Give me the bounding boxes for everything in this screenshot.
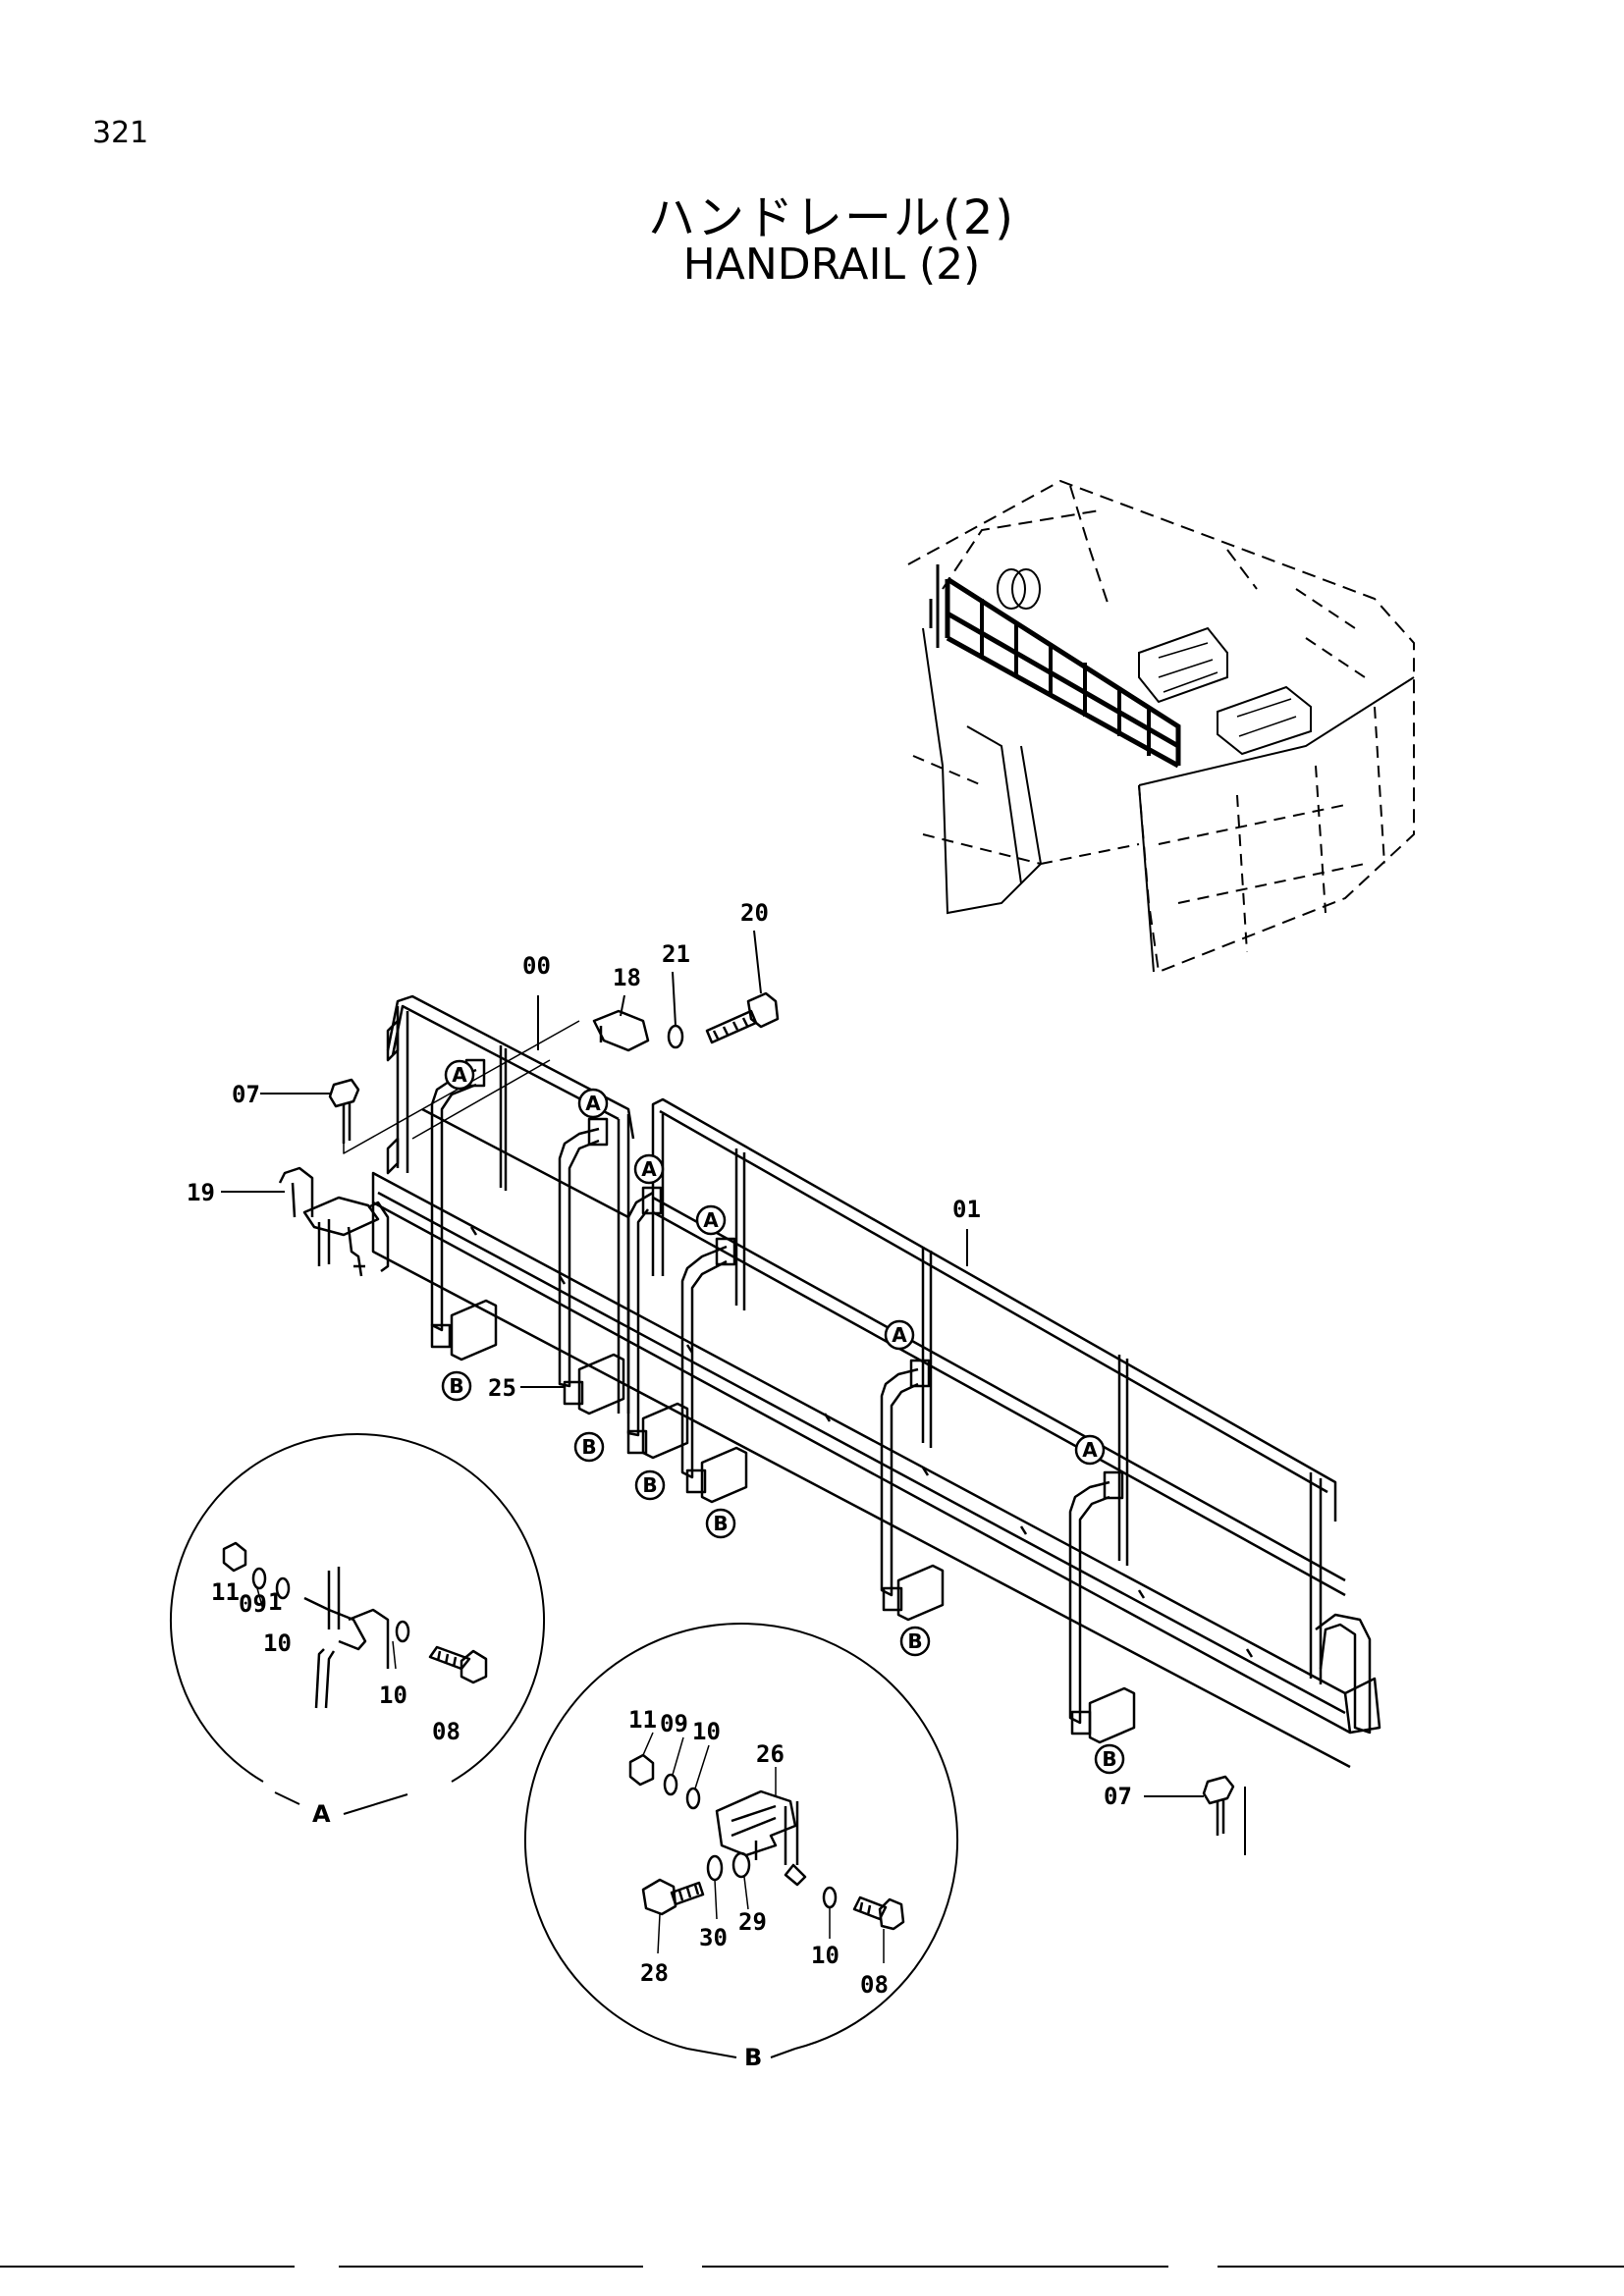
- svg-text:B: B: [581, 1435, 596, 1459]
- svg-text:A: A: [1082, 1438, 1098, 1462]
- detail-b-label-08: 08: [860, 1971, 889, 1999]
- washer-21: [667, 1024, 684, 1049]
- page-number: 321: [92, 116, 149, 150]
- detail-b-label-28: 28: [640, 1959, 669, 1987]
- callout-b-6: B: [1094, 1743, 1125, 1775]
- detail-b-view: [524, 1623, 958, 2058]
- part-number-labels: 00 18 21 20 07 19 01 25 07 11 09 1 10 10…: [187, 899, 1132, 2071]
- detail-b-label-29: 29: [738, 1908, 767, 1936]
- detail-b-name: B: [744, 2044, 762, 2071]
- callout-a-5: A: [884, 1319, 915, 1351]
- detail-b-label-26: 26: [756, 1740, 785, 1768]
- callout-b-3: B: [634, 1469, 666, 1501]
- bolt-20: [705, 991, 780, 1044]
- callout-a-2: A: [577, 1088, 609, 1119]
- svg-text:B: B: [642, 1473, 657, 1497]
- footer-rule-3: [702, 2266, 1168, 2268]
- detail-a-label-09: 09: [239, 1590, 267, 1618]
- label-part-18: 18: [613, 964, 641, 991]
- label-part-19: 19: [187, 1179, 215, 1206]
- handrail-01: [651, 1097, 1372, 1735]
- page-title-english: HANDRAIL (2): [682, 240, 981, 290]
- bolt-07-lower: [1202, 1775, 1235, 1836]
- svg-text:A: A: [892, 1323, 907, 1347]
- callout-a-6: A: [1074, 1434, 1106, 1466]
- callout-b-2: B: [573, 1431, 605, 1463]
- detail-b-label-10-top: 10: [692, 1718, 721, 1745]
- kick-plate-beam: [371, 1171, 1381, 1769]
- label-part-07-upper: 07: [232, 1081, 260, 1108]
- callout-a-letter: A: [452, 1063, 467, 1087]
- machine-overview-illustration: [907, 479, 1415, 974]
- label-part-01: 01: [952, 1196, 981, 1223]
- bolt-07-upper: [328, 1078, 360, 1144]
- svg-text:B: B: [1102, 1747, 1116, 1771]
- label-part-21: 21: [662, 940, 690, 968]
- label-part-00: 00: [522, 952, 551, 980]
- footer-rule-2: [339, 2266, 643, 2268]
- callout-a-1: A: [444, 1059, 475, 1091]
- callout-b-4: B: [705, 1508, 736, 1539]
- leader-lines: [221, 930, 1246, 1855]
- callout-a-4: A: [695, 1204, 727, 1236]
- callout-b-1: B: [441, 1370, 472, 1402]
- svg-text:B: B: [907, 1629, 922, 1653]
- footer-rule-4: [1218, 2266, 1624, 2268]
- svg-text:A: A: [703, 1208, 719, 1232]
- footer-rule-1: [0, 2266, 295, 2268]
- clip-19: [278, 1166, 390, 1277]
- callout-b-5: B: [899, 1626, 931, 1657]
- handrail-00: [386, 994, 635, 1414]
- label-part-25: 25: [488, 1374, 516, 1402]
- svg-text:B: B: [449, 1374, 463, 1398]
- label-part-20: 20: [740, 899, 769, 927]
- handrail-assembly: [170, 930, 1381, 2058]
- detail-b-label-10-bottom: 10: [811, 1942, 839, 1969]
- svg-text:A: A: [585, 1092, 601, 1115]
- detail-a-label-11: 11: [211, 1578, 240, 1606]
- clamp-18: [592, 1009, 650, 1052]
- callout-a-3: A: [633, 1153, 665, 1185]
- detail-a-label-10-left: 10: [263, 1629, 292, 1657]
- detail-b-label-30: 30: [699, 1924, 728, 1951]
- label-part-07-lower: 07: [1104, 1783, 1132, 1810]
- support-posts: [430, 1058, 1136, 1744]
- svg-text:B: B: [713, 1512, 728, 1535]
- detail-a-label-10-right: 10: [379, 1682, 407, 1709]
- callout-markers: A A A A A A B B B B B B: [441, 1059, 1125, 1775]
- detail-a-label-08: 08: [432, 1718, 460, 1745]
- page-title-japanese: ハンドレール(2): [648, 190, 1015, 245]
- detail-b-label-09: 09: [660, 1710, 688, 1737]
- svg-text:A: A: [641, 1157, 657, 1181]
- detail-b-label-11: 11: [628, 1706, 657, 1734]
- detail-a-view: [170, 1433, 545, 1815]
- detail-a-label-1: 1: [268, 1588, 282, 1616]
- detail-a-name: A: [312, 1800, 331, 1828]
